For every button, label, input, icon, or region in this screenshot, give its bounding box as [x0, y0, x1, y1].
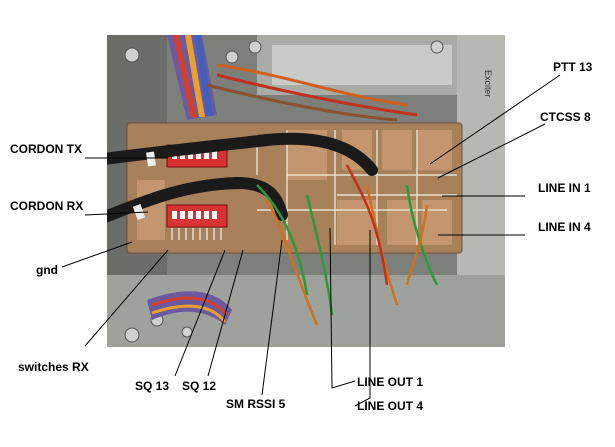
- label-switches-rx: switches RX: [18, 360, 89, 374]
- wire-red: [345, 164, 389, 286]
- screw-icon: [124, 47, 140, 63]
- wire-orange: [405, 204, 429, 286]
- cable-tie: [146, 151, 156, 167]
- cable-tx: [107, 132, 378, 176]
- cable-rx: [107, 176, 288, 223]
- label-gnd: gnd: [36, 263, 58, 277]
- wire-orange: [265, 199, 319, 326]
- wire-red: [216, 73, 418, 117]
- label-sm-rssi-5: SM RSSI 5: [226, 397, 286, 411]
- label-cordon-tx: CORDON TX: [10, 142, 82, 156]
- photo-drawing: Exciter: [107, 35, 505, 347]
- label-line-out-4: LINE OUT 4: [357, 399, 424, 413]
- screw-icon: [248, 40, 262, 54]
- label-line-in-1: LINE IN 1: [538, 181, 591, 195]
- wire-orange: [216, 63, 408, 107]
- label-sq-13: SQ 13: [135, 379, 170, 393]
- label-line-out-1: LINE OUT 1: [357, 375, 424, 389]
- screw-icon: [181, 326, 193, 338]
- label-ctcss-8: CTCSS 8: [540, 110, 591, 124]
- ribbon-cable-top: [167, 35, 217, 120]
- wire-brown: [206, 83, 398, 122]
- label-line-in-4: LINE IN 4: [538, 220, 591, 234]
- dip-switch-rx: [166, 204, 228, 240]
- screw-icon: [124, 327, 140, 343]
- screw-icon: [225, 50, 239, 64]
- label-ptt-13: PTT 13: [553, 60, 593, 74]
- circuit-board-photo: Exciter: [107, 35, 505, 347]
- chassis-opening: [272, 45, 452, 85]
- wire-green: [256, 184, 309, 296]
- screw-icon: [430, 40, 444, 54]
- label-sq-12: SQ 12: [182, 379, 217, 393]
- label-cordon-rx: CORDON RX: [10, 199, 84, 213]
- chassis-stamp: Exciter: [483, 70, 493, 98]
